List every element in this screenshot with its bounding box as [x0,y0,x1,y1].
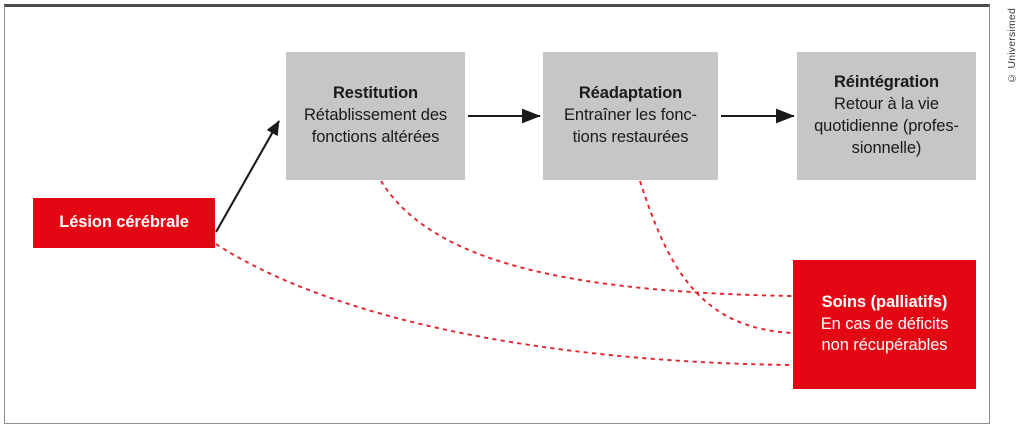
node-soins-palliatifs[interactable]: Soins (palliatifs) En cas de déficits no… [793,260,976,389]
node-lesion-title: Lésion cérébrale [59,213,189,232]
node-soins-title: Soins (palliatifs) [821,292,948,311]
node-reintegration-title: Réintégration [833,73,940,92]
node-lesion-cerebrale[interactable]: Lésion cérébrale [33,198,215,248]
node-restitution-body: Rétablissement des fonctions altérées [303,106,448,146]
node-reintegration-body: Retour à la vie quotidienne (profes- sio… [814,95,959,157]
node-readaptation-body: Entraîner les fonc- tions restaurées [564,106,697,146]
node-restitution[interactable]: Restitution Rétablissement des fonctions… [286,52,465,180]
node-reintegration[interactable]: Réintégration Retour à la vie quotidienn… [797,52,976,180]
node-restitution-title: Restitution [332,84,419,103]
node-soins-body: En cas de déficits non récupérables [820,314,949,355]
copyright-credit: © Universimed [1006,8,1018,84]
node-readaptation[interactable]: Réadaptation Entraîner les fonc- tions r… [543,52,718,180]
node-readaptation-title: Réadaptation [578,84,683,103]
